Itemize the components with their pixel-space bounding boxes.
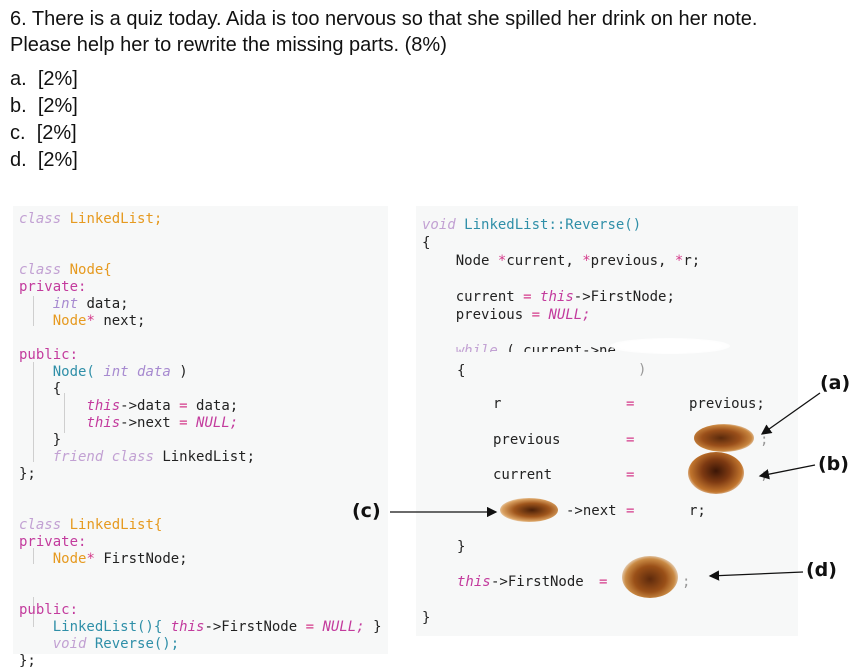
line-r-eq: = (626, 396, 635, 412)
question-text: 6. There is a quiz today. Aida is too ne… (10, 6, 860, 58)
question-line-2: Please help her to rewrite the missing p… (10, 34, 447, 56)
part-b: b. [2%] (10, 95, 78, 117)
line-next-rhs: r; (689, 503, 706, 519)
stain-d (622, 556, 678, 598)
right-code-panel-top (416, 206, 798, 356)
firstnode-eq: = (599, 574, 608, 590)
line-r-rhs: previous; (689, 396, 765, 412)
while-paren: ) (638, 362, 647, 378)
parts-list: a. [2%] b. [2%] c. [2%] d. [2%] (10, 66, 78, 174)
stain-b (688, 452, 744, 494)
arrow-a (760, 392, 821, 435)
arrow-d (708, 570, 804, 581)
line-prev-eq: = (626, 432, 635, 448)
stain-a (694, 424, 754, 452)
line-cur-eq: = (626, 467, 635, 483)
line-next-eq: = (626, 503, 635, 519)
indent-guide (33, 548, 34, 564)
line-r-var: r (493, 396, 502, 412)
part-c: c. [2%] (10, 122, 77, 144)
label-d: (d) (806, 559, 837, 581)
indent-guide (33, 296, 34, 326)
label-b: (b) (818, 453, 849, 475)
part-d: d. [2%] (10, 149, 78, 171)
line-next-var: ->next (566, 503, 617, 519)
line-cur-var: current (493, 467, 553, 483)
right-code-panel-bottom (416, 352, 798, 636)
arrow-b (758, 464, 816, 480)
right-code-inner-open: { (457, 363, 466, 379)
label-c: (c) (352, 500, 381, 522)
firstnode-arrow: ->FirstNode (491, 574, 584, 590)
indent-guide (33, 597, 34, 627)
left-code: class LinkedList; class Node{ private: i… (19, 211, 382, 669)
right-code-inner-close: } (457, 539, 466, 555)
firstnode-rhs: ; (682, 574, 691, 590)
indent-guide (64, 393, 65, 433)
stain-c (500, 498, 558, 522)
line-prev-rhs: ; (760, 432, 769, 448)
label-a: (a) (820, 372, 851, 394)
left-code-panel (13, 206, 388, 654)
indent-guide (33, 362, 34, 462)
right-code-close: } (422, 610, 431, 626)
line-prev-var: previous (493, 432, 561, 448)
firstnode-this: this (457, 574, 491, 590)
stain-while (610, 338, 730, 354)
question-line-1: 6. There is a quiz today. Aida is too ne… (10, 8, 758, 30)
part-a: a. [2%] (10, 68, 78, 90)
